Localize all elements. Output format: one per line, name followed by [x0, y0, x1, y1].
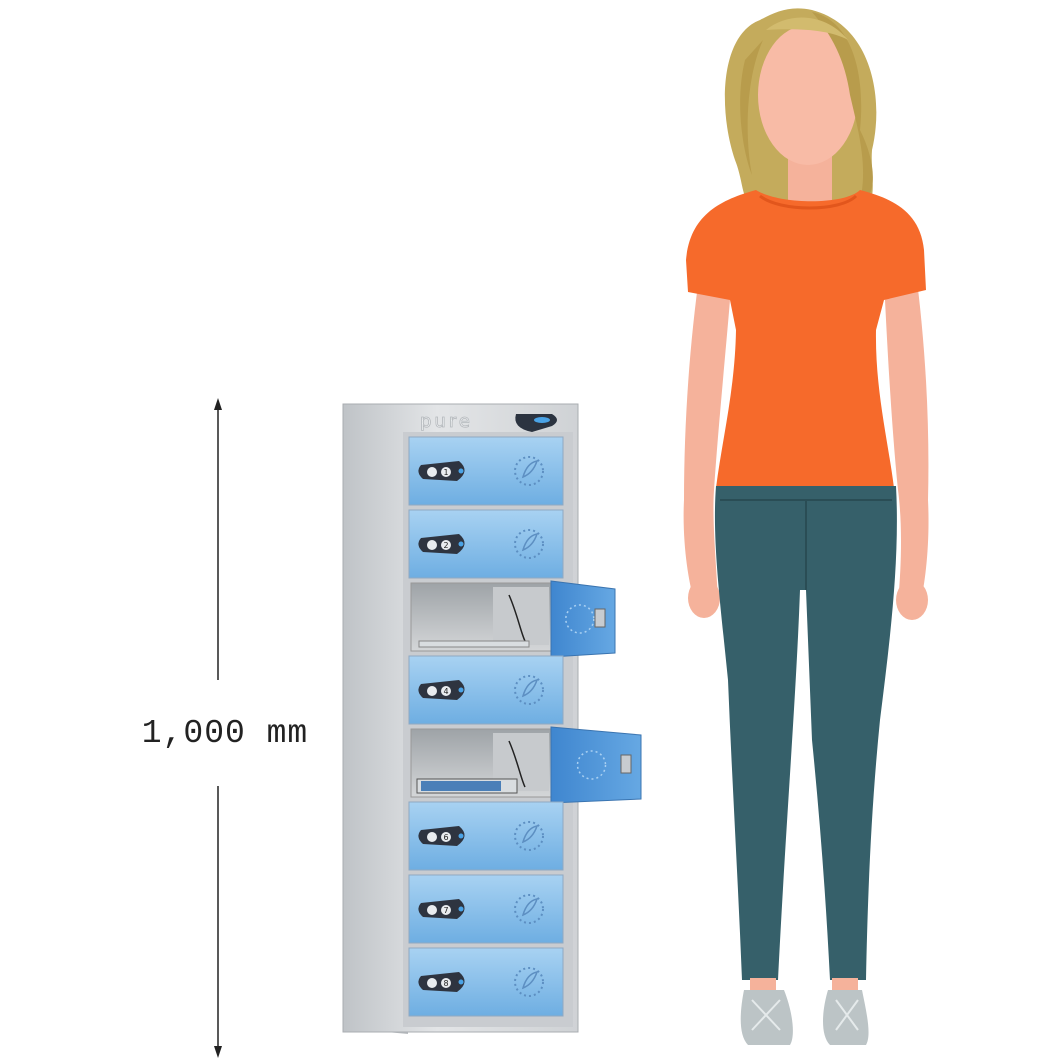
locker-cabinet: pure 1 2 4 6 7 8 [342, 403, 642, 1034]
locker-compartment-3[interactable] [410, 580, 616, 658]
brand-logo: pure [420, 411, 473, 432]
compartment-number-8: 8 [443, 979, 448, 988]
compartment-number-6: 6 [443, 833, 448, 842]
locker-compartment-6[interactable]: 6 [408, 801, 564, 871]
dimension-label: 1,000 mm [120, 712, 330, 756]
locker-compartment-1[interactable]: 1 [408, 436, 564, 506]
dimension-arrow [214, 398, 222, 1058]
compartment-number-1: 1 [443, 468, 448, 477]
person-figure [683, 8, 929, 1045]
locker-compartment-7[interactable]: 7 [408, 874, 564, 944]
locker-compartment-4[interactable]: 4 [408, 655, 564, 725]
compartment-number-7: 7 [443, 906, 448, 915]
compartments: 1 2 4 6 7 8 [408, 436, 642, 1017]
compartment-number-2: 2 [443, 541, 448, 550]
locker-compartment-2[interactable]: 2 [408, 509, 564, 579]
locker-compartment-8[interactable]: 8 [408, 947, 564, 1017]
locker-compartment-5[interactable] [410, 726, 642, 804]
compartment-number-4: 4 [443, 687, 448, 696]
